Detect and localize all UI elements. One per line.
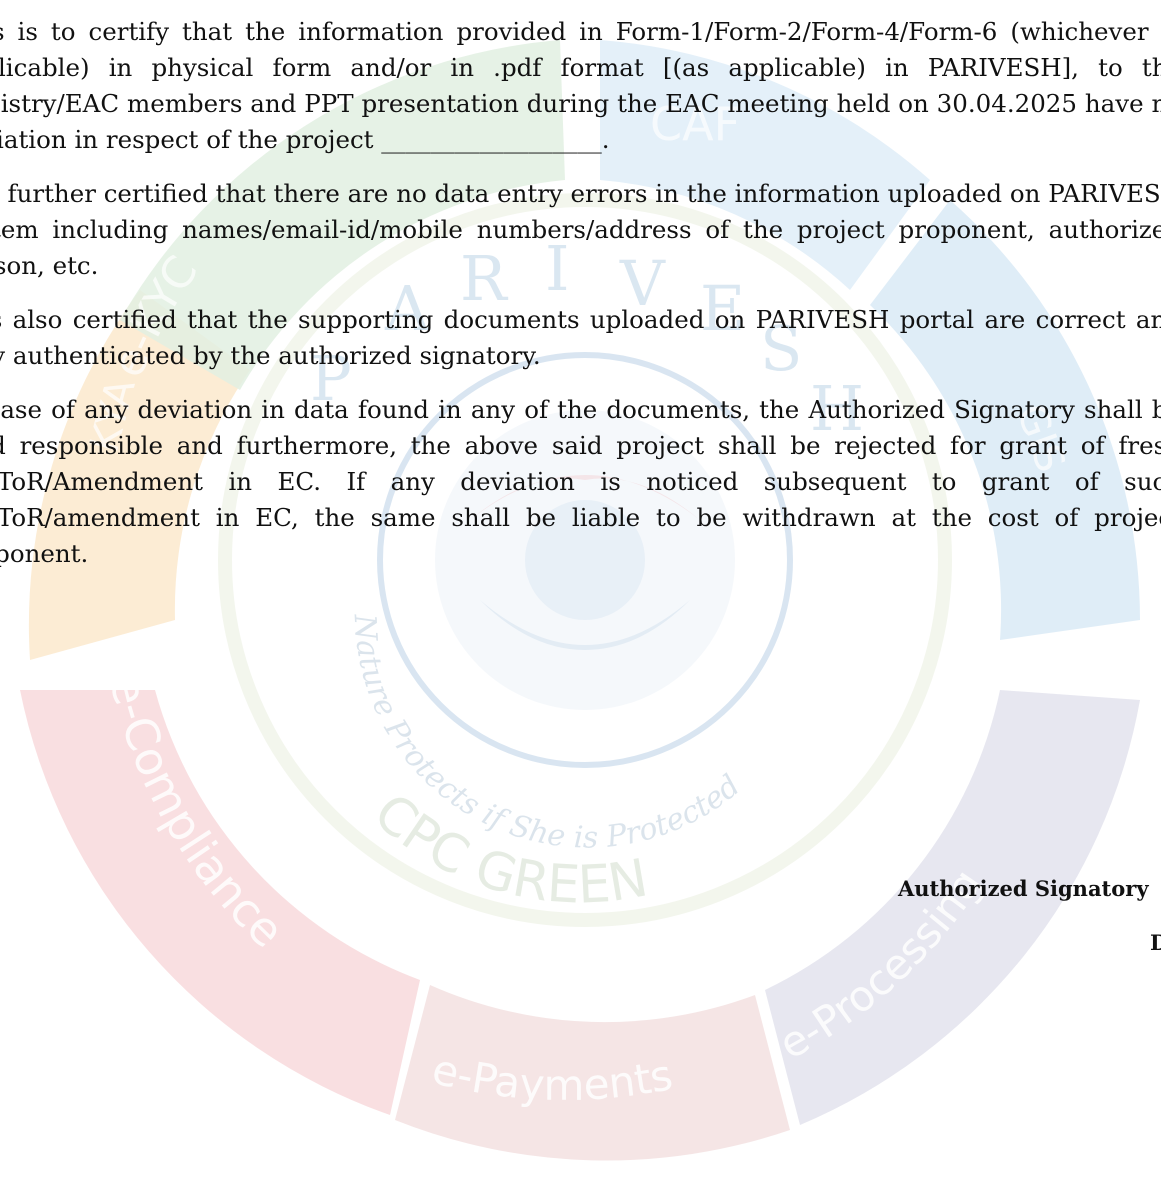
letter-s: S bbox=[760, 312, 802, 385]
certificate-body: This is to certify that the information … bbox=[0, 14, 1161, 590]
letter-h: H bbox=[810, 372, 864, 445]
letter-a: A bbox=[384, 272, 431, 345]
letter-v: V bbox=[619, 247, 666, 320]
segment-gis bbox=[870, 200, 1140, 640]
parivesh-letters: P A R I V E S H bbox=[310, 232, 864, 445]
signature-date-label: Date bbox=[1150, 930, 1161, 955]
segment-caf bbox=[600, 40, 930, 290]
emblem-circle bbox=[377, 352, 793, 768]
paragraph-certification: This is to certify that the information … bbox=[0, 17, 1161, 154]
letter-i: I bbox=[545, 232, 570, 305]
paragraph-data-entry: It is further certified that there are n… bbox=[0, 179, 1161, 280]
segment-compliance bbox=[20, 690, 420, 1115]
paragraph-documents: It is also certified that the supporting… bbox=[0, 305, 1161, 370]
segment-payments bbox=[395, 985, 790, 1161]
segment-kya bbox=[28, 290, 250, 660]
letter-e: E bbox=[700, 272, 745, 345]
letter-p: P bbox=[310, 342, 352, 415]
label-caf: CAF bbox=[650, 97, 740, 151]
letter-r: R bbox=[460, 242, 509, 315]
segment-processing bbox=[765, 690, 1140, 1125]
segment-ekyc bbox=[120, 40, 565, 390]
signature-title: Authorized Signatory bbox=[898, 876, 1149, 901]
paragraph-deviation: In case of any deviation in data found i… bbox=[0, 395, 1161, 568]
